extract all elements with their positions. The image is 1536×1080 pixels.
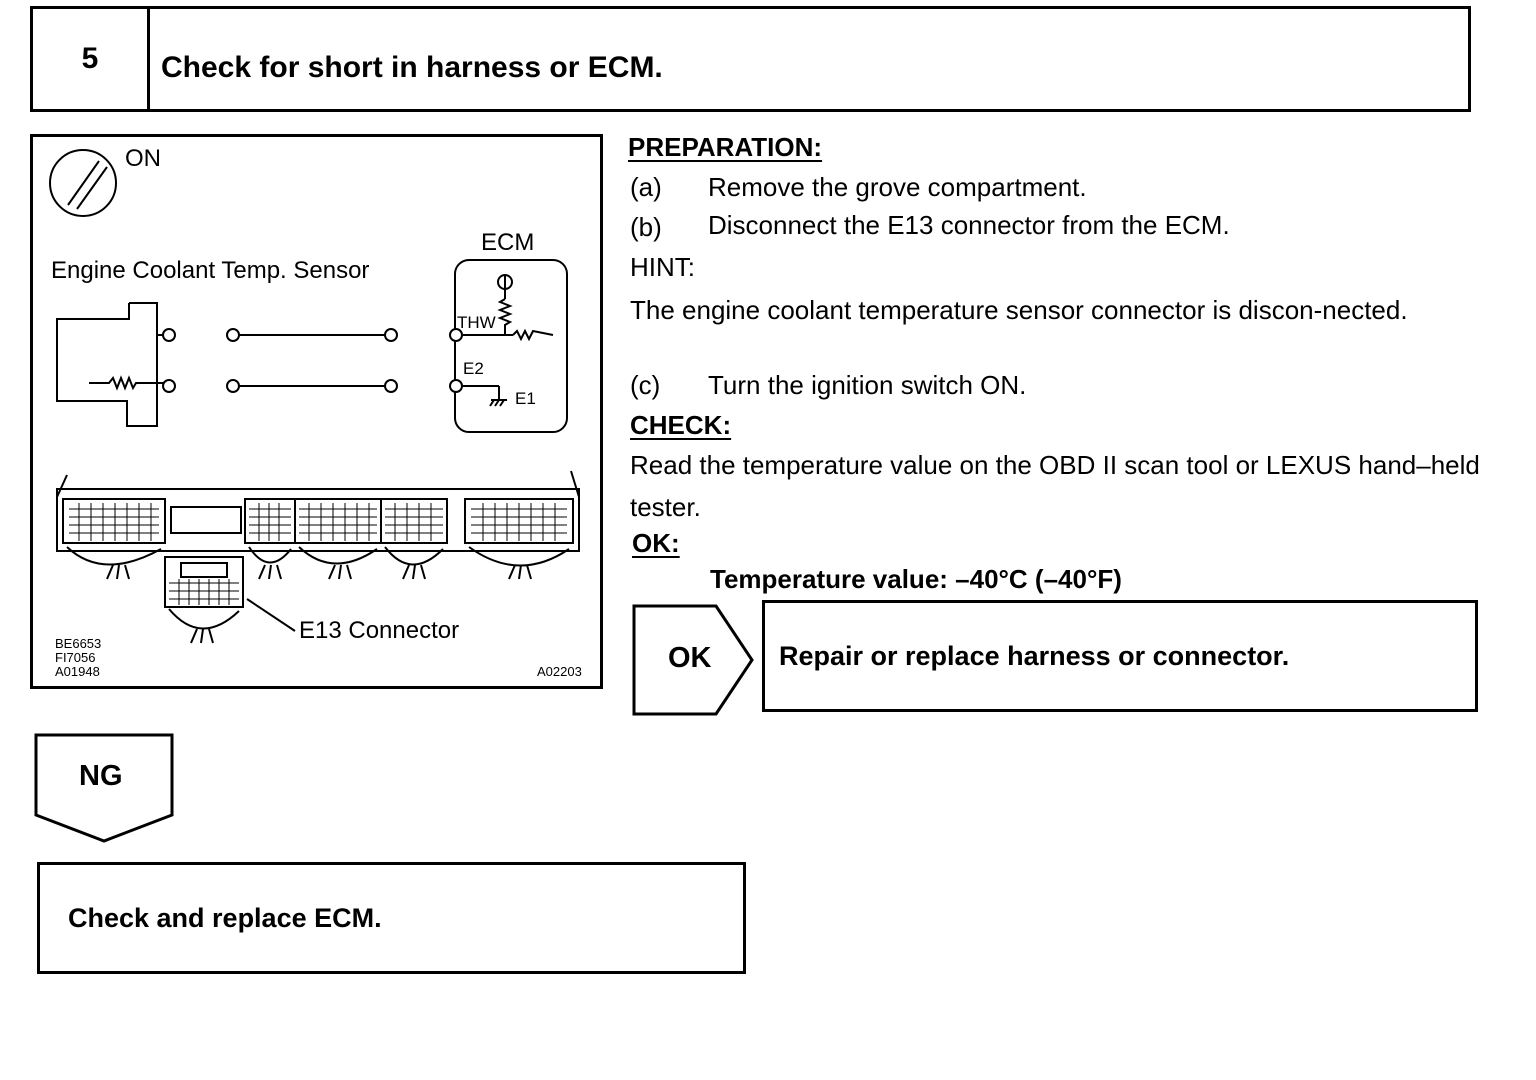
hint-heading: HINT: <box>630 252 695 282</box>
thw-terminal-label: THW <box>457 313 496 332</box>
ng-label: NG <box>79 760 123 792</box>
diagram-code-1: BE6653 <box>55 636 102 651</box>
prep-item-a-label: (a) <box>630 172 662 202</box>
ok-standard-value: Temperature value: –40°C (–40°F) <box>710 564 1122 594</box>
check-heading: CHECK: <box>630 410 732 440</box>
figure-id: A02203 <box>537 664 582 679</box>
ok-result-text: Repair or replace harness or connector. <box>779 641 1290 671</box>
preparation-heading: PREPARATION: <box>628 132 823 162</box>
prep-item-b-text: Disconnect the E13 connector from the EC… <box>708 210 1230 240</box>
ecm-label: ECM <box>481 229 535 256</box>
step-number: 5 <box>33 9 150 109</box>
diagram-code-3: A01948 <box>55 664 100 679</box>
step-header: 5 Check for short in harness or ECM. <box>30 6 1471 112</box>
prep-item-c-text: Turn the ignition switch ON. <box>708 370 1027 400</box>
e1-terminal-label: E1 <box>515 389 536 408</box>
ng-result-box: Check and replace ECM. <box>37 862 746 974</box>
prep-item-c-label: (c) <box>630 370 661 400</box>
step-title: Check for short in harness or ECM. <box>161 51 663 84</box>
diagram-code-2: FI7056 <box>55 650 96 665</box>
ignition-key-icon <box>49 149 117 217</box>
prep-item-a-text: Remove the grove compartment. <box>708 172 1087 202</box>
ok-result-box: Repair or replace harness or connector. <box>762 600 1478 712</box>
ok-spec-heading: OK: <box>632 528 680 558</box>
ecm-box-outline <box>454 259 568 433</box>
e13-connector-label: E13 Connector <box>299 617 460 644</box>
ok-label: OK <box>668 642 712 674</box>
wiring-diagram: ON ECM Engine Coolant Temp. Sensor THW E… <box>30 134 603 689</box>
hint-text: The engine coolant temperature sensor co… <box>630 295 1408 325</box>
ok-arrow-icon <box>632 604 754 716</box>
coolant-sensor-outline <box>56 302 167 427</box>
ng-result-text: Check and replace ECM. <box>68 903 382 933</box>
e13-connector-drawing <box>164 556 296 644</box>
ng-arrow-icon <box>34 733 174 843</box>
ecm-connector-panel <box>56 470 580 580</box>
wiring-diagram-drawing <box>49 149 580 644</box>
prep-item-b-label: (b) <box>630 212 662 242</box>
e2-terminal-label: E2 <box>463 359 484 378</box>
harness-wires <box>239 334 385 387</box>
sensor-label: Engine Coolant Temp. Sensor <box>51 257 370 284</box>
ignition-on-label: ON <box>125 145 161 172</box>
check-text: Read the temperature value on the OBD II… <box>630 450 1480 522</box>
